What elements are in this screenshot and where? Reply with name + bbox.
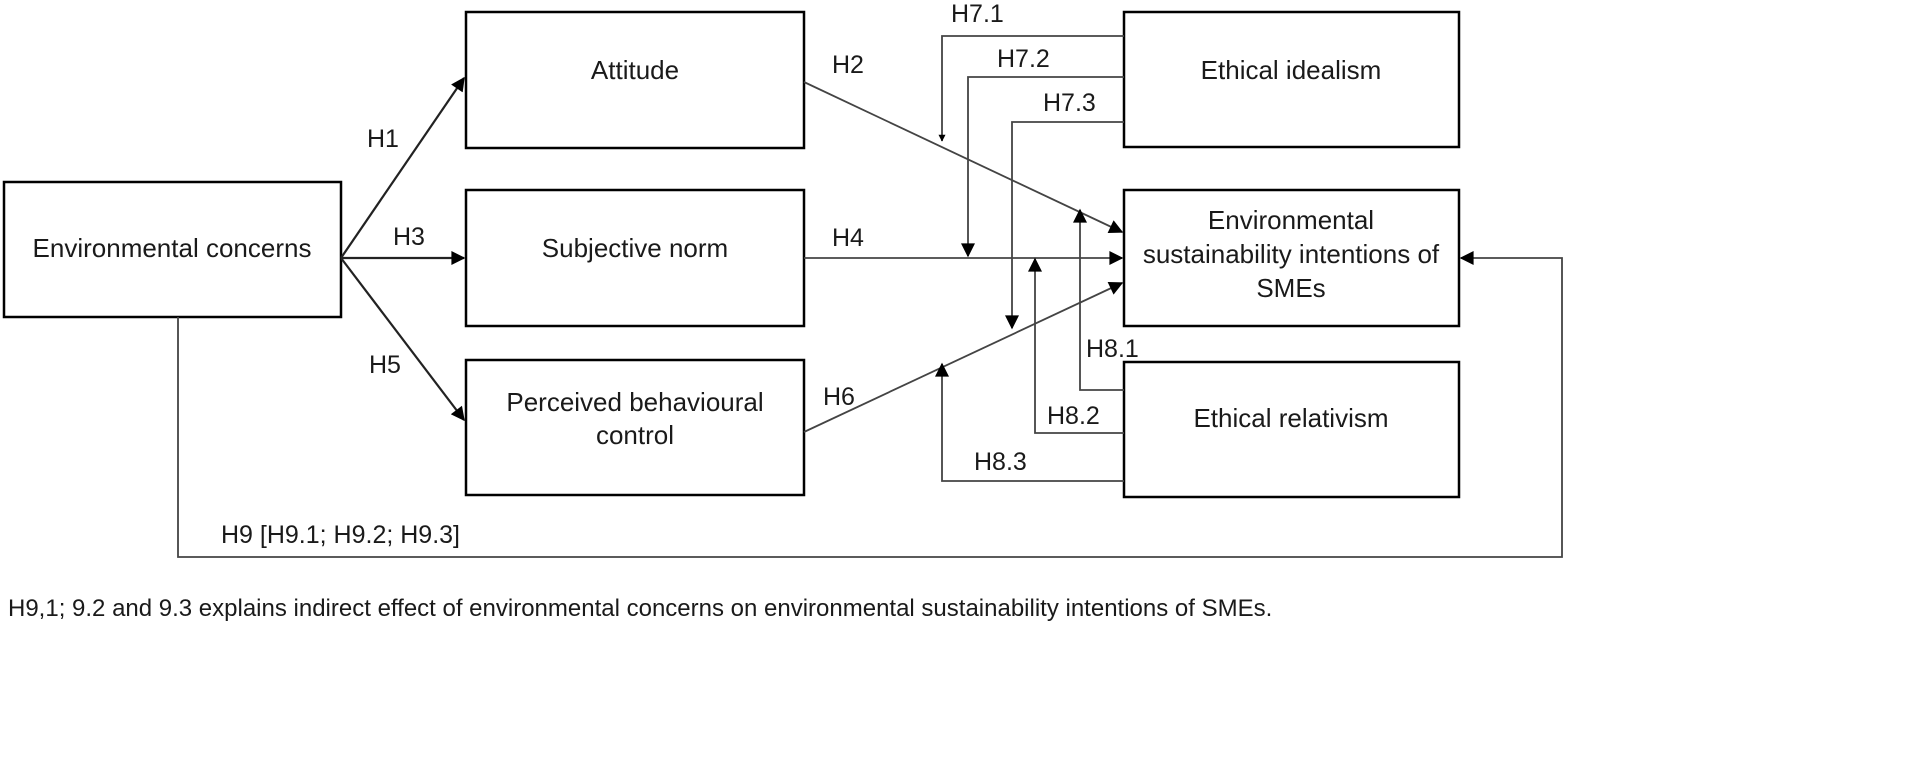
label-h7-2: H7.2 — [997, 45, 1050, 73]
arrow-h5 — [340, 257, 465, 422]
label-h8-2: H8.2 — [1047, 402, 1100, 430]
label-h3: H3 — [393, 223, 425, 251]
node-ethical-idealism: Ethical idealism — [1122, 10, 1461, 149]
arrow-h8-2 — [1028, 257, 1124, 434]
node-ethical-relativism-label: Ethical relativism — [1193, 403, 1388, 433]
node-ethical-idealism-label: Ethical idealism — [1201, 55, 1382, 85]
node-perceived-behavioural-control: Perceived behavioural control — [464, 358, 806, 497]
label-h8-3: H8.3 — [974, 448, 1027, 476]
label-h1: H1 — [367, 125, 399, 153]
node-esi-label-line1: Environmental — [1208, 205, 1374, 235]
node-ethical-relativism: Ethical relativism — [1122, 360, 1461, 499]
node-pbc-label-line2: control — [596, 420, 674, 450]
node-esi-label-line3: SMEs — [1256, 273, 1325, 303]
node-esi-label-line2: sustainability intentions of — [1143, 239, 1440, 269]
arrow-h8-3 — [935, 362, 1124, 482]
label-h5: H5 — [369, 351, 401, 379]
label-h2: H2 — [832, 51, 864, 79]
footnote: H9,1; 9.2 and 9.3 explains indirect effe… — [8, 595, 1272, 622]
arrow-h6 — [803, 282, 1124, 433]
label-h9: H9 [H9.1; H9.2; H9.3] — [221, 521, 460, 549]
label-h7-3: H7.3 — [1043, 89, 1096, 117]
arrow-h8-1 — [1073, 208, 1124, 391]
label-h7-1: H7.1 — [951, 0, 1004, 28]
arrow-h2 — [803, 81, 1124, 233]
node-environmental-concerns-label: Environmental concerns — [33, 233, 312, 263]
node-environmental-concerns: Environmental concerns — [2, 180, 343, 319]
node-subjective-norm: Subjective norm — [464, 188, 806, 328]
node-pbc-label-line1: Perceived behavioural — [506, 387, 763, 417]
arrow-h7-1 — [938, 35, 1124, 142]
arrow-h9 — [177, 251, 1563, 558]
arrow-h7-3 — [1005, 121, 1124, 330]
label-h4: H4 — [832, 224, 864, 252]
node-subjective-norm-label: Subjective norm — [542, 233, 728, 263]
label-h6: H6 — [823, 383, 855, 411]
node-attitude-label: Attitude — [591, 55, 679, 85]
node-environmental-sustainability-intentions: Environmental sustainability intentions … — [1122, 188, 1461, 328]
label-h8-1: H8.1 — [1086, 335, 1139, 363]
node-attitude: Attitude — [464, 10, 806, 150]
arrow-h7-2 — [961, 76, 1124, 258]
arrow-h1 — [340, 76, 465, 259]
